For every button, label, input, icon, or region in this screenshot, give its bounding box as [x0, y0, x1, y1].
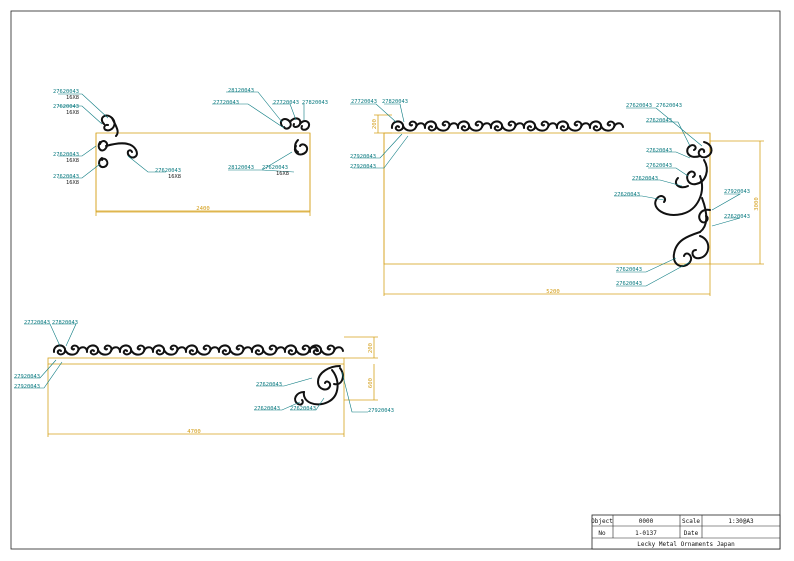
label-d1: 27720043: [24, 320, 50, 326]
label-c9: 27620043: [646, 163, 672, 169]
drawing-bottom-left: 4700 200 600 27720043 27820043 2792: [14, 320, 394, 437]
dim-3000: 3000: [754, 197, 760, 210]
dim-200-bottom: 200: [368, 343, 374, 353]
label-c4: 27920043: [350, 164, 376, 170]
dim-600: 600: [368, 378, 374, 388]
label-c13: 27920043: [724, 189, 750, 195]
label-a5-size: 16X8: [168, 174, 181, 180]
label-a2: 27620043: [53, 104, 79, 110]
label-d2: 27820043: [52, 320, 78, 326]
label-c6: 27620043: [656, 103, 682, 109]
label-b5: 28120043: [228, 165, 254, 171]
title-company: Lecky Metal Ornaments Japan: [637, 541, 735, 548]
title-object-value: 0000: [639, 518, 654, 525]
label-d7: 27620043: [290, 406, 316, 412]
label-c10: 27620043: [632, 176, 658, 182]
title-scale-label: Scale: [682, 518, 700, 525]
label-b3: 27720043: [273, 100, 299, 106]
label-d5: 27620043: [256, 382, 282, 388]
label-d6: 27620043: [254, 406, 280, 412]
label-a4: 27620043: [53, 174, 79, 180]
label-c11: 27620043: [614, 192, 640, 198]
dim-5200: 5200: [546, 289, 559, 295]
drawing-top-right: 5200 3000 200: [350, 99, 764, 296]
label-a4-size: 16X8: [66, 180, 79, 186]
dim-200: 200: [372, 119, 378, 129]
label-c1: 27720043: [351, 99, 377, 105]
label-c5: 27620043: [626, 103, 652, 109]
label-c8: 27620043: [646, 148, 672, 154]
title-scale-value: 1:30@A3: [728, 518, 754, 525]
title-date-label: Date: [684, 530, 699, 537]
label-b2: 27720043: [213, 100, 239, 106]
label-a5: 27620043: [155, 168, 181, 174]
label-b1: 28120043: [228, 88, 254, 94]
label-a3: 27620043: [53, 152, 79, 158]
label-c7: 27620043: [646, 118, 672, 124]
label-a2-size: 16X8: [66, 110, 79, 116]
dim-4700: 4700: [187, 429, 200, 435]
drawing-top-middle: 28120043 27720043 27720043 27820043 2812…: [212, 88, 328, 177]
label-c3: 27920043: [350, 154, 376, 160]
title-no-value: 1-0137: [635, 530, 657, 537]
label-c14: 27620043: [724, 214, 750, 220]
title-object-label: Object: [591, 518, 613, 525]
drawing-top-left: 2400 27620043 16X8 27620043 16X8 2762004…: [53, 89, 311, 216]
title-no-label: No: [598, 530, 606, 537]
label-d3: 27920043: [14, 374, 40, 380]
label-c16: 27620043: [616, 281, 642, 287]
label-b4: 27820043: [302, 100, 328, 106]
dim-2400: 2400: [196, 206, 209, 212]
label-c2: 27820043: [382, 99, 408, 105]
label-d4: 27920043: [14, 384, 40, 390]
label-b6-size: 16X8: [276, 171, 289, 177]
label-a3-size: 16X8: [66, 158, 79, 164]
label-a1-size: 16X8: [66, 95, 79, 101]
label-d8: 27920043: [368, 408, 394, 414]
title-block: Object 0000 Scale 1:30@A3 No 1-0137 Date…: [591, 514, 781, 550]
label-c15: 27620043: [616, 267, 642, 273]
sheet-border: [10, 10, 781, 550]
label-a1: 27620043: [53, 89, 79, 95]
label-b6: 27620043: [262, 165, 288, 171]
